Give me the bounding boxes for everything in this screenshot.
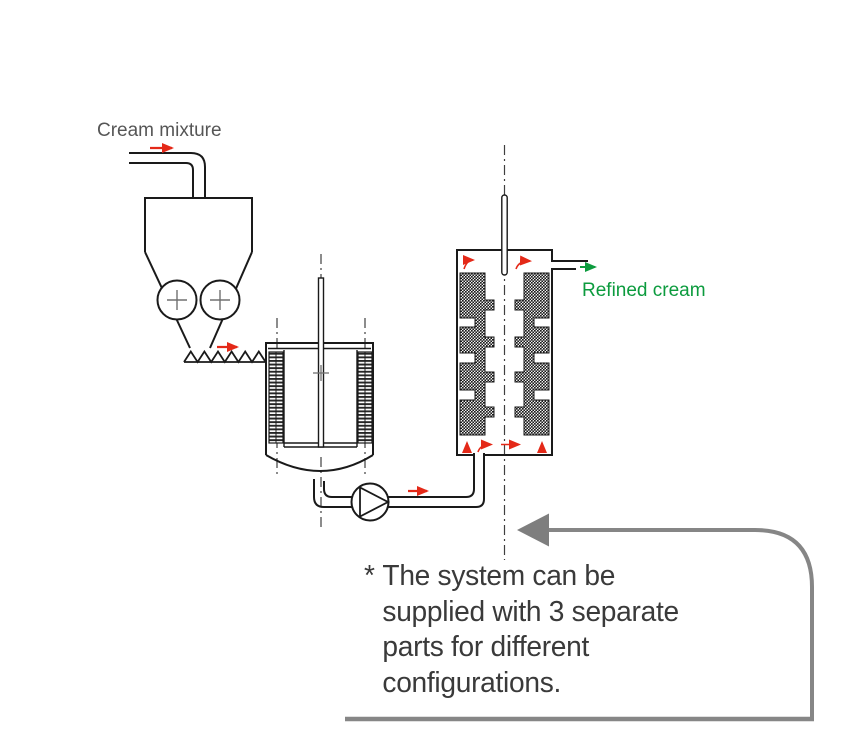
refined-cream-label: Refined cream bbox=[582, 280, 706, 301]
column-baffle-right bbox=[514, 272, 550, 436]
column-top-left-arrow bbox=[462, 255, 475, 270]
callout-border bbox=[549, 528, 814, 719]
column-bottom-curve-arrow bbox=[477, 439, 493, 453]
feed-pipe bbox=[129, 152, 206, 198]
annotation-lines: The system can be supplied with 3 separa… bbox=[382, 559, 679, 701]
mixing-vessel bbox=[265, 277, 374, 472]
annotation-line: configurations. bbox=[382, 666, 562, 699]
vessel-fills bbox=[266, 250, 552, 471]
vibrating-chute bbox=[183, 349, 267, 364]
column-baffle-left bbox=[459, 272, 495, 436]
annotation-line: The system can be bbox=[382, 560, 616, 592]
cream-mixture-label: Cream mixture bbox=[97, 120, 222, 141]
roller-axis-marks bbox=[167, 290, 230, 310]
annotation-marker: * bbox=[364, 560, 375, 592]
column-top-right-arrow bbox=[515, 255, 532, 270]
outlet-pipe bbox=[551, 260, 588, 270]
hopper bbox=[144, 197, 253, 349]
transfer-piping bbox=[313, 452, 485, 522]
callout bbox=[345, 513, 814, 722]
callout-arrowhead-icon bbox=[517, 513, 549, 547]
annotation-note: * The system can be supplied with 3 sepa… bbox=[364, 559, 679, 701]
refiner-column bbox=[456, 194, 588, 456]
pump-rotor-icon bbox=[359, 486, 390, 518]
column-shaft bbox=[501, 194, 508, 276]
twin-rollers bbox=[156, 279, 241, 321]
shaft-axis-mark bbox=[313, 365, 329, 381]
agitator-shaft bbox=[317, 277, 325, 448]
annotation-line: parts for different bbox=[382, 631, 590, 663]
flow-arrows-red bbox=[150, 143, 547, 496]
annotation-line: supplied with 3 separate bbox=[382, 595, 679, 628]
